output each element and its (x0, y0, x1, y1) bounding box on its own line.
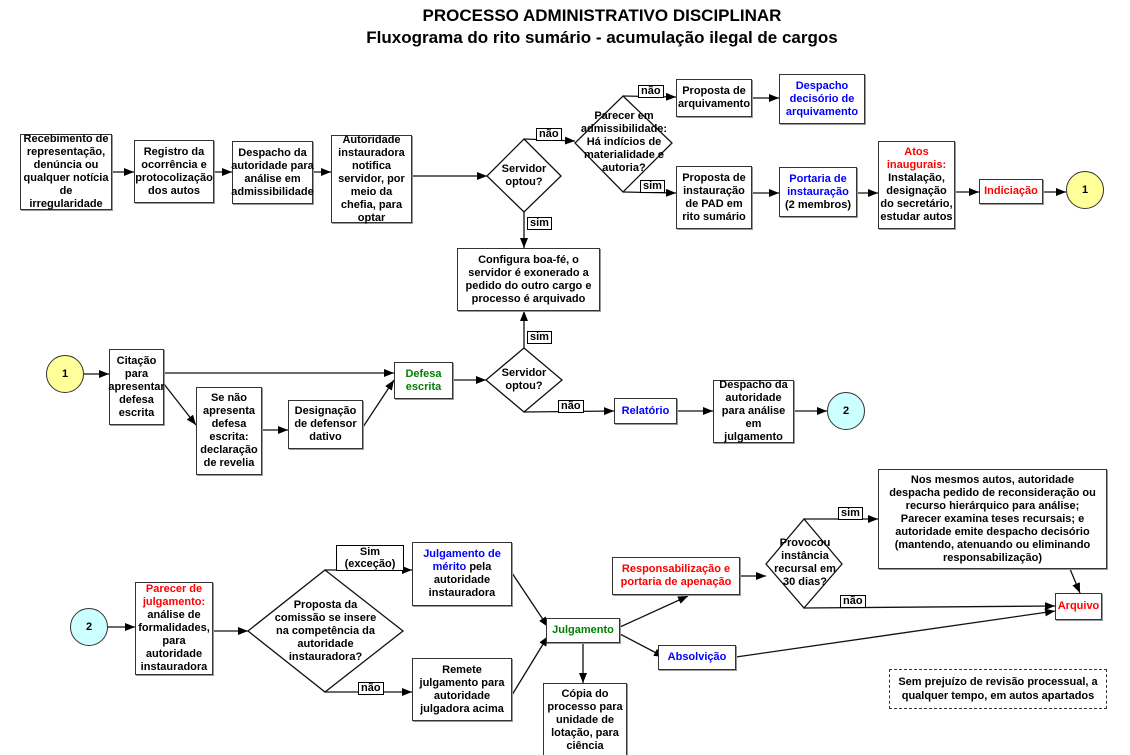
label-sim: sim (527, 217, 552, 230)
parecer-detail: análise de formalidades, para autoridade… (138, 609, 210, 673)
step-despacho-admissibilidade: Despacho da autoridade para análise em a… (231, 141, 314, 204)
page-title: PROCESSO ADMINISTRATIVO DISCIPLINAR (422, 6, 782, 25)
julgamento-merito-title: Julgamento de mérito (423, 548, 501, 573)
decision-diamond-recurso (765, 517, 843, 609)
step-proposta-arquivamento: Proposta de arquivamento (676, 79, 752, 117)
step-recurso: Nos mesmos autos, autoridade despacha pe… (878, 469, 1107, 569)
step-autoridade-notifica: Autoridade instauradora notifica servido… (331, 134, 412, 224)
step-arquivo: Arquivo (1055, 593, 1102, 620)
atos-detail: Instalação, designação do secretário, es… (880, 172, 953, 223)
decision-servidor-optou-text: Servidor optou? (501, 163, 547, 188)
step-configura-boa-fe: Configura boa-fé, o servidor é exonerado… (457, 248, 600, 311)
arrow (619, 633, 665, 658)
label-nao: não (840, 595, 866, 608)
connector-1-in: 1 (46, 355, 84, 393)
step-responsabilizacao: Responsabilização e portaria de apenação (612, 557, 740, 595)
step-absolvicao: Absolvição (658, 645, 736, 670)
step-copia: Cópia do processo para unidade de lotaçã… (543, 683, 627, 755)
connector-1-out: 1 (1066, 171, 1104, 209)
step-citacao: Citação para apresentar defesa escrita (108, 349, 165, 425)
arrow (1069, 568, 1081, 594)
step-indiciacao: Indiciação (979, 179, 1043, 204)
step-revelia: Se não apresenta defesa escrita: declara… (196, 387, 262, 475)
step-proposta-instauracao: Proposta de instauração de PAD em rito s… (676, 166, 752, 229)
step-registro: Registro da ocorrência e protocolização … (134, 140, 214, 203)
arrow (511, 635, 549, 696)
label-nao: não (536, 128, 562, 141)
label-sim: sim (527, 331, 552, 344)
decision-servidor-optou-text: Servidor optou? (501, 367, 547, 392)
step-recebimento: Recebimento de representação, denúncia o… (20, 133, 112, 210)
decision-competencia-text: Proposta da comissão se insere na compet… (274, 598, 377, 663)
arrow (619, 595, 689, 628)
label-sim: sim (838, 507, 863, 520)
page-subtitle: Fluxograma do rito sumário - acumulação … (366, 28, 838, 47)
atos-title: Atos inaugurais: (886, 146, 947, 171)
decision-diamond-servidor-2 (484, 347, 564, 413)
portaria-title: Portaria de instauração (787, 172, 849, 198)
julgamento-merito-detail: pela autoridade instauradora (428, 561, 496, 599)
label-nao: não (558, 400, 584, 413)
connector-2-in: 2 (70, 608, 108, 646)
decision-recurso-text: Provocou instância recursal em 30 dias? (774, 537, 836, 588)
note-revisao-processual: Sem prejuízo de revisão processual, a qu… (889, 669, 1107, 709)
connector-2-out: 2 (827, 392, 865, 430)
step-atos-inaugurais: Atos inaugurais: Instalação, designação … (878, 141, 955, 229)
step-remete: Remete julgamento para autoridade julgad… (412, 658, 512, 721)
label-nao: não (358, 682, 384, 695)
decision-diamond-parecer (574, 95, 673, 193)
decision-diamond-servidor-1 (486, 138, 562, 213)
decision-diamond-competencia (246, 569, 405, 693)
step-parecer-julgamento: Parecer de julgamento: análise de formal… (135, 582, 213, 675)
parecer-title: Parecer de julgamento: (142, 583, 206, 608)
step-despacho-julgamento: Despacho da autoridade para análise em j… (713, 379, 794, 443)
label-sim: sim (640, 180, 665, 193)
portaria-detail: (2 membros) (784, 198, 852, 211)
step-relatorio: Relatório (614, 398, 677, 424)
arrow (163, 383, 197, 426)
arrow (362, 379, 395, 428)
step-portaria: Portaria de instauração (2 membros) (779, 167, 857, 217)
step-defensor-dativo: Designação de defensor dativo (288, 400, 363, 449)
decision-parecer-text: Parecer em admissibilidade: Há indícios … (580, 109, 668, 174)
step-julgamento-merito: Julgamento de mérito pela autoridade ins… (412, 542, 512, 606)
arrow (735, 608, 1056, 658)
label-sim-excecao: Sim (exceção) (336, 545, 404, 571)
arrow (511, 572, 549, 628)
step-julgamento: Julgamento (546, 618, 620, 643)
step-despacho-decisorio: Despacho decisório de arquivamento (779, 74, 865, 124)
label-nao: não (638, 85, 664, 98)
step-defesa-escrita: Defesa escrita (394, 362, 453, 399)
